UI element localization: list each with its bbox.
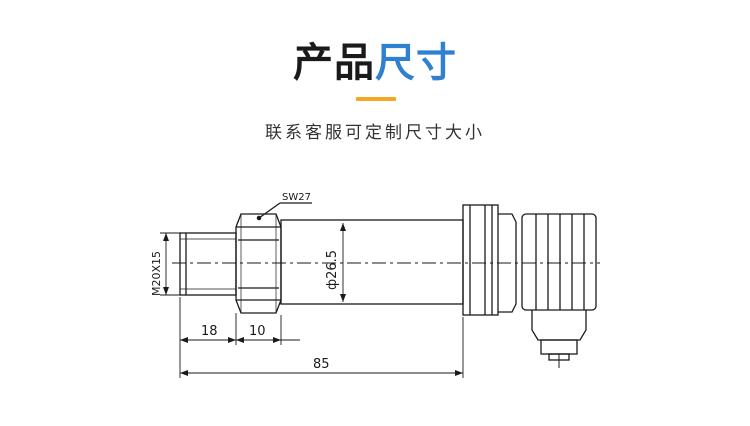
wrench-leader [256,202,312,221]
dim-thread-length-label: 18 [201,324,218,339]
thread-section [179,232,237,296]
dim-hex-length-label: 10 [249,324,266,339]
rear-collar [462,204,517,316]
title-underline [356,97,396,101]
thread-size-label: M20X15 [150,251,163,296]
page-title: 产品尺寸 [0,38,750,88]
title-accent: 尺寸 [375,40,457,86]
main-body [280,219,464,305]
dim-10 [236,337,300,343]
dim-85 [180,370,463,376]
wrench-size-label: SW27 [282,192,311,203]
diameter-dimension [340,223,346,302]
connector [521,213,597,368]
thread-dimension [160,232,180,296]
dim-total-length-label: 85 [313,357,330,372]
title-dark: 产品 [293,40,375,86]
page-subtitle: 联系客服可定制尺寸大小 [265,123,485,143]
diameter-label: ф26.5 [325,250,340,290]
dim-18 [180,337,236,343]
